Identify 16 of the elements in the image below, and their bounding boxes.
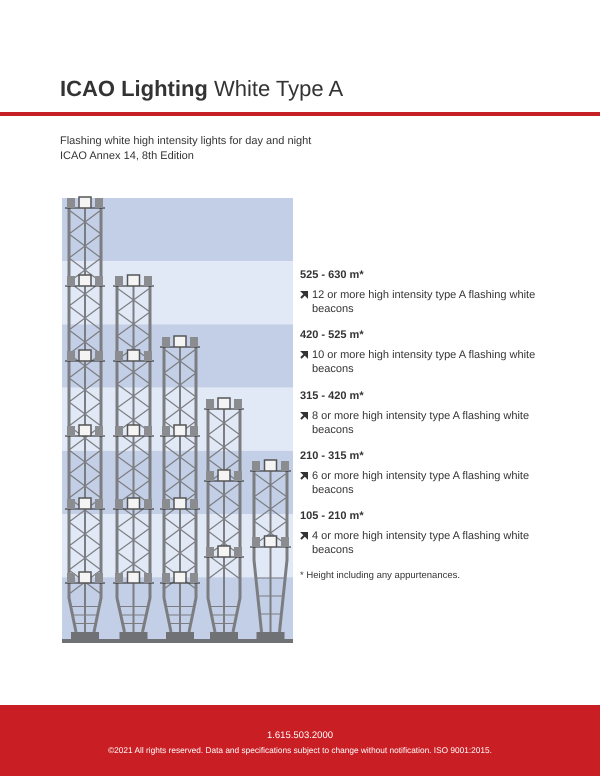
height-range-label: 105 - 210 m* (300, 509, 364, 524)
beacon-requirement-text: 12 or more high intensity type A flashing white beacons (312, 288, 536, 316)
height-range-label: 210 - 315 m* (300, 449, 364, 464)
height-range-label: 525 - 630 m* (300, 268, 364, 282)
beacon-requirement-text: 10 or more high intensity type A flashing white beacons (312, 348, 536, 376)
height-range-label: 315 - 420 m* (300, 389, 364, 404)
beacon-requirement-text: 6 or more high intensity type A flashing white beacons (312, 469, 530, 498)
beacon-requirement-text: 8 or more high intensity type A flashing white beacons (312, 409, 530, 438)
height-range-label: 420 - 525 m* (300, 328, 364, 342)
subtitle-text: ICAO Annex 14, 8th Edition (60, 149, 194, 164)
footnote-text: * Height including any appurtenances. (300, 570, 460, 582)
beacon-requirement-text: 4 or more high intensity type A flashing white beacons (312, 529, 530, 558)
copyright-text: ©2021 All rights reserved. Data and specifications subject to change without notification. ISO 9001:2015. (107, 745, 493, 756)
page-title: ICAO Lighting White Type A (60, 76, 344, 102)
subtitle-text: Flashing white high intensity lights for day and night (60, 134, 312, 148)
contact-text: 1.615.503.2000 (266, 730, 334, 742)
